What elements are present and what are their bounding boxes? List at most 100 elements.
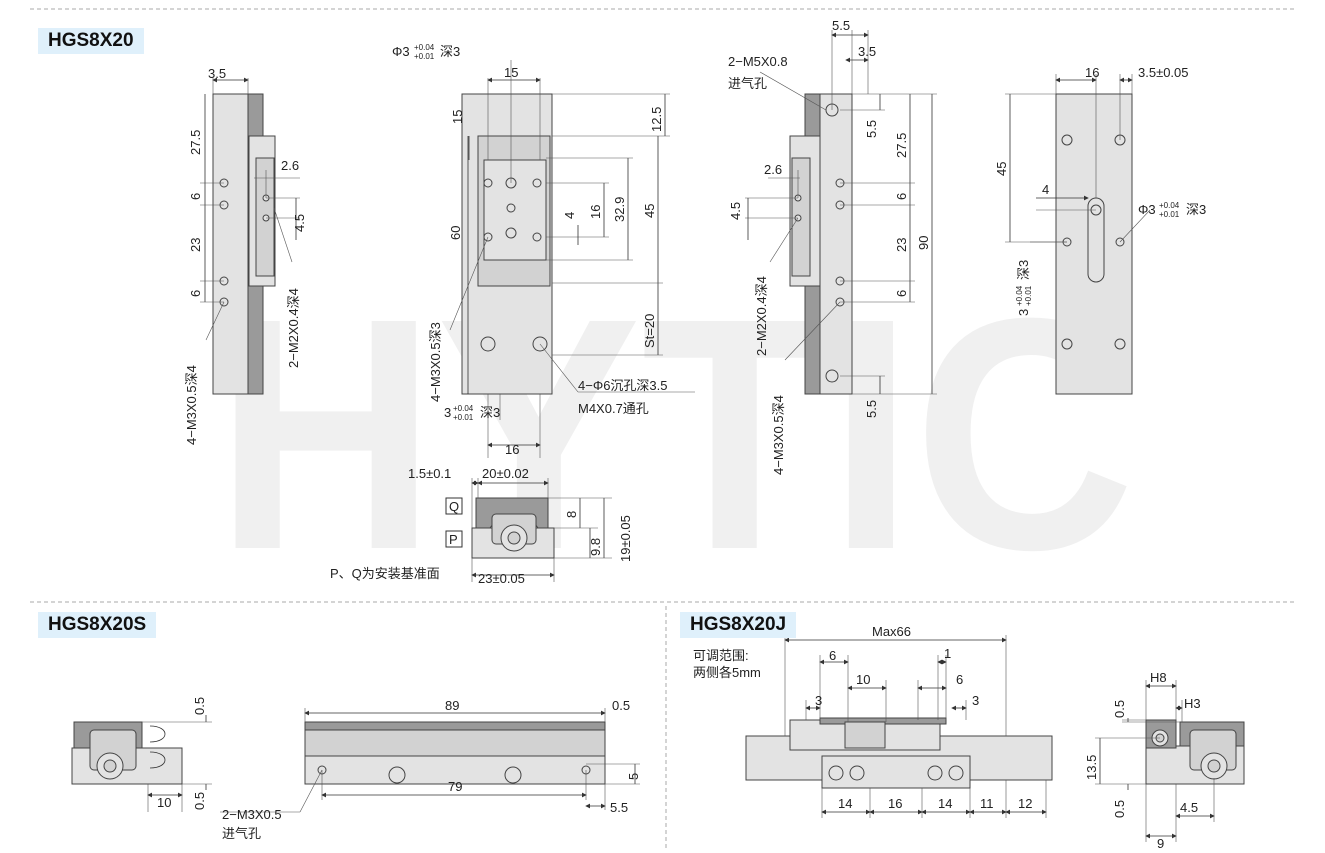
dim-12: 12 (1018, 796, 1032, 811)
label-q: Q (449, 499, 459, 514)
label-three: 3 (444, 405, 451, 420)
label-phi6: 4−Φ6沉孔深3.5 (578, 378, 668, 393)
dim-3-5-tol: 3.5±0.05 (1138, 65, 1189, 80)
label-deep3-v: 深3 (1016, 260, 1031, 280)
tol-lo-2: +0.01 (453, 413, 474, 422)
label-m3: 2−M3X0.5 (222, 807, 282, 822)
label-m2: 2−M2X0.4深4 (286, 288, 301, 368)
section-view: 1.5±0.1 20±0.02 Q P 8 9.8 19±0.05 P、Q为安装… (330, 466, 633, 586)
dim-st: St=20 (642, 314, 657, 348)
dim-16: 16 (888, 796, 902, 811)
watermark: HYTIC (215, 249, 1135, 618)
dim-79: 79 (448, 779, 462, 794)
dim-9: 9 (1157, 836, 1164, 851)
label-phi3: Φ3 (392, 44, 410, 59)
label-deep3: 深3 (1186, 202, 1206, 217)
dim-16: 16 (1085, 65, 1099, 80)
dim-23: 23 (188, 238, 203, 252)
dim-2-6: 2.6 (281, 158, 299, 173)
dim-6a: 6 (188, 193, 203, 200)
dim-13-5: 13.5 (1084, 755, 1099, 780)
dim-27-5: 27.5 (894, 133, 909, 158)
dim-10: 10 (157, 795, 171, 810)
dim-5-5-b: 5.5 (864, 400, 879, 418)
dim-23: 23 (894, 238, 909, 252)
dim-27-5: 27.5 (188, 130, 203, 155)
dim-3-a: 3 (815, 693, 822, 708)
dim-max66: Max66 (872, 624, 911, 639)
tol-up-4: +0.04 (1015, 285, 1024, 306)
dim-6-a: 6 (829, 648, 836, 663)
dim-11: 11 (980, 796, 994, 811)
tol-lo: +0.01 (414, 52, 435, 61)
dim-9-8: 9.8 (588, 538, 603, 556)
dim-45: 45 (994, 162, 1009, 176)
dim-60: 60 (448, 226, 463, 240)
dim-32-9: 32.9 (612, 197, 627, 222)
tol-up-3: +0.04 (1159, 201, 1180, 210)
bottom-view: 16 3.5±0.05 45 4 Φ3 +0.04 +0.01 深3 3 +0.… (994, 65, 1206, 395)
label-range-value: 两侧各5mm (693, 665, 761, 680)
dim-3-5: 3.5 (858, 44, 876, 59)
s-front-view: 89 0.5 79 5 5.5 2−M3X0.5 进气孔 (220, 698, 641, 841)
label-m5: 2−M5X0.8 (728, 54, 788, 69)
dim-14-b: 14 (938, 796, 952, 811)
dim-6-b: 6 (956, 672, 963, 687)
tol-lo-4: +0.01 (1024, 285, 1033, 306)
dim-12-5: 12.5 (649, 107, 664, 132)
label-three: 3 (1016, 309, 1031, 316)
dim-4: 4 (1042, 182, 1049, 197)
label-deep3: 深3 (440, 44, 460, 59)
dim-0-5-b: 0.5 (1112, 800, 1127, 818)
label-m4: M4X0.7通孔 (578, 401, 649, 416)
dim-0-5-a: 0.5 (192, 697, 207, 715)
dim-0-5-a: 0.5 (1112, 700, 1127, 718)
dim-5-5: 5.5 (610, 800, 628, 815)
dim-5-5-a: 5.5 (864, 120, 879, 138)
dim-5-5-top: 5.5 (832, 18, 850, 33)
label-m3deep: 4−M3X0.5深3 (428, 322, 443, 402)
dim-4-5: 4.5 (728, 202, 743, 220)
dim-3-b: 3 (972, 693, 979, 708)
label-m3: 4−M3X0.5深4 (184, 365, 199, 445)
j-front-view: 可调范围: 两侧各5mm Max66 6 1 10 6 3 3 14 16 14… (693, 624, 1053, 818)
front-view: Φ3 +0.04 +0.01 深3 15 15 12.5 60 4 16 32.… (392, 43, 695, 458)
label-h8: H8 (1150, 670, 1167, 685)
dim-19: 19±0.05 (618, 515, 633, 562)
dim-6a: 6 (894, 193, 909, 200)
side-view-right: 5.5 3.5 2−M5X0.8 进气孔 5.5 27.5 6 23 6 90 … (728, 18, 937, 475)
dim-0-5-c: 0.5 (612, 698, 630, 713)
dim-4: 4 (562, 212, 577, 219)
label-m3: 4−M3X0.5深4 (771, 395, 786, 475)
dim-1: 1 (944, 646, 951, 661)
dim-15-side: 15 (450, 110, 465, 124)
label-range: 可调范围: (693, 648, 749, 663)
dim-45: 45 (642, 204, 657, 218)
dim-4-5: 4.5 (1180, 800, 1198, 815)
dim-2-6: 2.6 (764, 162, 782, 177)
section-title-hgs8x20j: HGS8X20J (680, 612, 797, 638)
dim-90: 90 (916, 236, 931, 250)
dim-23: 23±0.05 (478, 571, 525, 586)
label-inlet: 进气孔 (222, 826, 261, 841)
label-deep3-2: 深3 (480, 405, 500, 420)
tol-up-2: +0.04 (453, 404, 474, 413)
dim-10: 10 (856, 672, 870, 687)
dim-16-v: 16 (588, 205, 603, 219)
dim-6b: 6 (188, 290, 203, 297)
label-phi3: Φ3 (1138, 202, 1156, 217)
dim-1-5: 1.5±0.1 (408, 466, 451, 481)
dim-89: 89 (445, 698, 459, 713)
section-title-hgs8x20: HGS8X20 (38, 28, 144, 54)
tol-up: +0.04 (414, 43, 435, 52)
j-section-view: H8 H3 0.5 13.5 0.5 4.5 9 (1084, 670, 1245, 851)
dim-6b: 6 (894, 290, 909, 297)
section-title-hgs8x20s: HGS8X20S (38, 612, 157, 638)
dim-5: 5 (626, 773, 641, 780)
dim-14-a: 14 (838, 796, 852, 811)
dim-20: 20±0.02 (482, 466, 529, 481)
note-pq: P、Q为安装基准面 (330, 566, 440, 581)
dim-8: 8 (564, 511, 579, 518)
tol-lo-3: +0.01 (1159, 210, 1180, 219)
dim-4-5: 4.5 (292, 214, 307, 232)
